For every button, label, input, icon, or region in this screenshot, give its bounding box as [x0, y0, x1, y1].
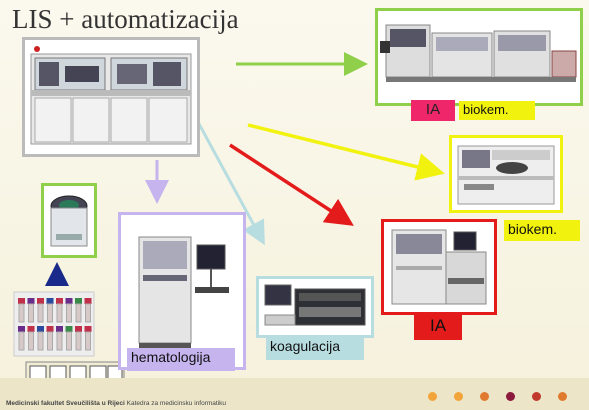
footer-dot	[454, 392, 463, 401]
hematologija-label: hematologija	[127, 348, 235, 371]
coagulation-analyzer-image	[264, 284, 366, 326]
ia-analyzer-image	[391, 229, 487, 305]
centrifuge-frame	[41, 183, 97, 258]
arrow-to-biokem-right	[247, 123, 445, 181]
footer-dot	[532, 392, 541, 401]
footer-bar	[0, 378, 589, 410]
ia-biokem-analyzer-image	[380, 24, 577, 82]
footer-dot	[558, 392, 567, 401]
coagulation-analyzer-frame	[256, 276, 374, 338]
footer-text: Medicinski fakultet Sveučilišta u Rijeci…	[6, 400, 226, 407]
footer-dot	[480, 392, 489, 401]
footer-dot	[428, 392, 437, 401]
automation-system-image	[30, 46, 192, 145]
biokem-label-top: biokem.	[459, 101, 535, 120]
koagulacija-label: koagulacija	[266, 337, 364, 360]
ia-analyzer-frame	[381, 219, 497, 315]
ia-label-bottom: IA	[414, 315, 462, 340]
arrow-to-ia	[229, 143, 354, 226]
automation-system-frame	[22, 37, 200, 157]
centrifuge-image	[50, 195, 88, 247]
hematology-analyzer-frame	[118, 212, 246, 370]
ia-biokem-analyzer-frame	[375, 8, 583, 106]
biokem-label-right: biokem.	[504, 220, 580, 241]
hematology-analyzer-image	[138, 236, 229, 349]
slide-title: LIS + automatizacija	[12, 4, 239, 34]
footer-department: Katedra za medicinsku informatiku	[124, 400, 227, 407]
biokem-analyzer-frame	[449, 135, 563, 213]
biokem-analyzer-image	[457, 145, 555, 205]
footer-institution: Medicinski fakultet Sveučilišta u Rijeci	[6, 400, 125, 407]
footer-dot	[506, 392, 515, 401]
ia-label-top: IA	[411, 100, 455, 121]
arrow-to-koagulacija	[196, 121, 265, 246]
